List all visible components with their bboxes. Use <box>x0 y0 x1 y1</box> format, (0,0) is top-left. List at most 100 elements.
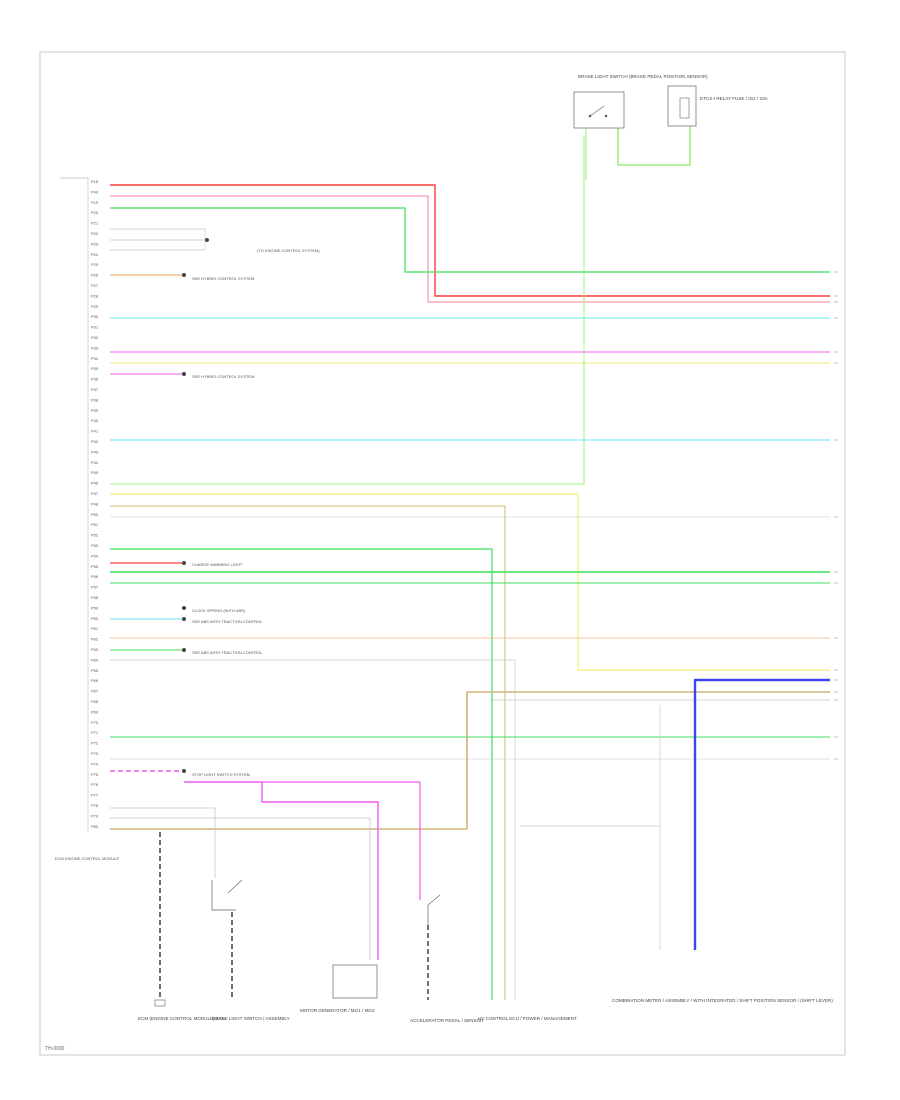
bottom-component-label-5: HV CONTROL ECU / POWER / MANAGEMENT <box>478 1016 577 1021</box>
splice-dot <box>182 372 186 376</box>
pin-label: P70 <box>91 720 99 725</box>
pin-label: P25 <box>91 262 99 267</box>
pin-label: P37 <box>91 387 99 392</box>
pin-label: P40 <box>91 418 99 423</box>
pin-label: P67 <box>91 689 99 694</box>
pin-label: P64 <box>91 657 99 662</box>
bottom-component-hv-control: HV CONTROL ECU / POWER / MANAGEMENT <box>478 1016 577 1021</box>
callout-label-6: SEE ABS WITH TRACTION CONTROL <box>192 619 263 624</box>
pin-label: P23 <box>91 241 99 246</box>
pin-label: P46 <box>91 481 99 486</box>
wire-gray <box>110 817 371 960</box>
pin-label: P63 <box>91 647 99 652</box>
wire-magenta <box>184 781 379 960</box>
pin-label: P26 <box>91 273 99 278</box>
wire-group <box>110 126 838 1000</box>
pin-label: P76 <box>91 782 99 787</box>
pin-label: P55 <box>91 564 99 569</box>
wire-green <box>110 548 493 1000</box>
pin-label: P50 <box>91 512 99 517</box>
pin-label: P73 <box>91 751 99 756</box>
pin-label-group: P18P49P19P20P21P22P23P24P25P26P27P28P29P… <box>91 179 99 829</box>
pin-label: P35 <box>91 366 99 371</box>
pin-label: P39 <box>91 408 99 413</box>
pin-label: P65 <box>91 668 99 673</box>
splice-dot <box>182 648 186 652</box>
top-component-label-1: BRAKE LIGHT SWITCH (BRAKE PEDAL POSITION… <box>578 74 708 79</box>
pin-label: P79 <box>91 813 99 818</box>
wire-green <box>110 207 830 273</box>
bottom-component-label-2: BRAKE LIGHT SWITCH / ASSEMBLY <box>212 1016 290 1021</box>
callout-label-4: CHARGE WARNING LIGHT <box>192 562 243 567</box>
bottom-component-label-6: COMBINATION METER / ASSEMBLY / WITH INTE… <box>612 998 833 1003</box>
splice-dot <box>182 769 186 773</box>
wire-yellow <box>110 493 830 671</box>
bottom-component-accelerator-sensor: ACCELERATOR PEDAL / SENSOR <box>410 894 484 1023</box>
wire-light-green <box>617 126 691 166</box>
wire-red <box>110 184 830 297</box>
pin-label: P18 <box>91 179 99 184</box>
pin-label: P45 <box>91 470 99 475</box>
splice-dot <box>182 561 186 565</box>
wire-blue <box>693 678 830 950</box>
top-component-label-2: ETCS-I RELAY FUSE / IG2 / 10A <box>700 96 769 101</box>
pin-label: P47 <box>91 491 99 496</box>
pin-label: P56 <box>91 574 99 579</box>
pin-label: P66 <box>91 678 99 683</box>
wire-tan <box>110 505 506 1000</box>
pin-label: P21 <box>91 221 99 226</box>
brake-light-switch-component: BRAKE LIGHT SWITCH (BRAKE PEDAL POSITION… <box>573 74 708 129</box>
pin-label: P48 <box>91 501 99 506</box>
relay-fuse-component: ETCS-I RELAY FUSE / IG2 / 10A <box>667 85 769 127</box>
wire-gray <box>110 228 206 250</box>
pin-label: P75 <box>91 772 99 777</box>
diagram-frame <box>39 51 846 1056</box>
callout-label-3: SEE HYBRID CONTROL SYSTEM <box>192 374 254 379</box>
wire-gray <box>110 659 516 1000</box>
splice-dot <box>205 238 209 242</box>
pin-label: P34 <box>91 356 99 361</box>
pin-label: P29 <box>91 304 99 309</box>
pin-label: P80 <box>91 824 99 829</box>
pin-label: P57 <box>91 585 99 590</box>
callout-label-5: CLOCK SPRING (WITH ABS) <box>192 608 246 613</box>
pin-label: P54 <box>91 553 99 558</box>
pin-label: P42 <box>91 439 99 444</box>
pin-label: P52 <box>91 533 99 538</box>
wire-gray <box>110 807 216 878</box>
pin-label: P32 <box>91 335 99 340</box>
pin-label: P60 <box>91 616 99 621</box>
bottom-component-label-3: MOTOR GENERATOR / MG1 / MG2 <box>300 1008 375 1013</box>
pin-label: P24 <box>91 252 99 257</box>
pin-label: P44 <box>91 460 99 465</box>
pin-label: P31 <box>91 325 99 330</box>
callout-group: (TO ENGINE CONTROL SYSTEM) SEE HYBRID CO… <box>182 238 320 777</box>
pin-label: P30 <box>91 314 99 319</box>
ecu-caption: ECM ENGINE CONTROL MODULE <box>55 856 119 861</box>
wire-pink <box>110 195 830 303</box>
pin-label: P77 <box>91 793 99 798</box>
callout-label-2: SEE HYBRID CONTROL SYSTEM <box>192 276 254 281</box>
pin-label: P36 <box>91 377 99 382</box>
splice-dot <box>182 606 186 610</box>
pin-label: P62 <box>91 637 99 642</box>
wire-magenta <box>262 781 421 900</box>
bottom-component-brake-switch: BRAKE LIGHT SWITCH / ASSEMBLY <box>211 879 290 1021</box>
pin-label: P61 <box>91 626 99 631</box>
wire-light-green <box>110 135 585 485</box>
pin-label: P68 <box>91 699 99 704</box>
bottom-component-motor-generator: MOTOR GENERATOR / MG1 / MG2 <box>300 964 378 1013</box>
pin-label: P22 <box>91 231 99 236</box>
pin-label: P19 <box>91 200 99 205</box>
diagram-footer-code: TH-0000 <box>45 1046 65 1052</box>
pin-label: P49 <box>91 189 99 194</box>
pin-label: P53 <box>91 543 99 548</box>
pin-label: P28 <box>91 293 99 298</box>
callout-label-7: SEE ABS WITH TRACTION CONTROL <box>192 650 263 655</box>
pin-label: P33 <box>91 345 99 350</box>
pin-label: P59 <box>91 605 99 610</box>
pin-label: P27 <box>91 283 99 288</box>
pin-label: P43 <box>91 449 99 454</box>
pin-label: P78 <box>91 803 99 808</box>
callout-label-8: STOP LIGHT SWITCH SYSTEM <box>192 772 250 777</box>
